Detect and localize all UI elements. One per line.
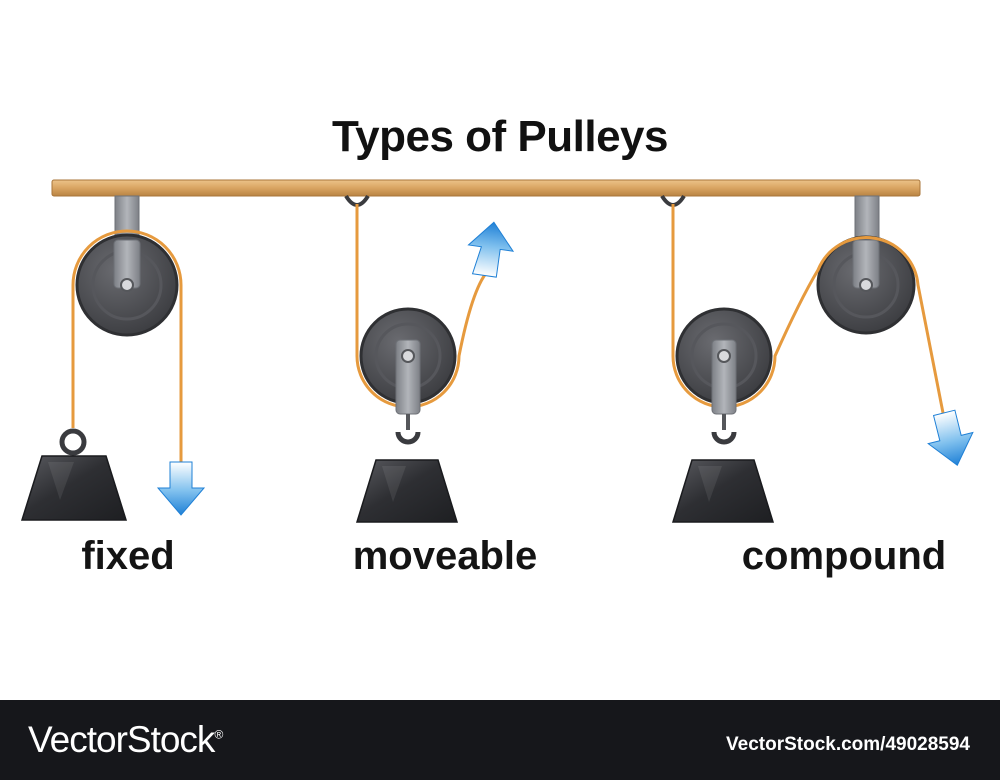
fixed-weight-ring bbox=[59, 428, 87, 456]
compound-rope bbox=[671, 204, 946, 419]
compound-hook bbox=[711, 431, 737, 445]
fixed-pulley bbox=[20, 195, 206, 521]
label-moveable: moveable bbox=[352, 534, 538, 578]
fixed-pulley-rope bbox=[71, 229, 183, 462]
fixed-pulley-axle bbox=[120, 278, 134, 292]
page-title: Types of Pulleys bbox=[332, 112, 668, 161]
label-fixed: fixed bbox=[81, 534, 175, 578]
moveable-ceiling-hook bbox=[344, 194, 370, 207]
compound-pull-arrow bbox=[927, 409, 974, 466]
compound-pulley bbox=[660, 194, 974, 523]
moveable-hook bbox=[395, 431, 421, 445]
moveable-pulley-axle bbox=[401, 349, 415, 363]
brand-logo: VectorStock® bbox=[28, 719, 223, 760]
diagram-stage: Types of Pulleys fixed moveable compound bbox=[20, 112, 974, 578]
fixed-pull-arrow bbox=[156, 461, 206, 516]
compound-ceiling-hook bbox=[660, 194, 686, 207]
pulley-diagram bbox=[20, 179, 974, 523]
moveable-pull-arrow bbox=[467, 221, 515, 278]
moveable-pulley-rope bbox=[355, 204, 489, 409]
ceiling-beam bbox=[51, 179, 921, 197]
fixed-weight bbox=[20, 455, 128, 521]
compound-weight bbox=[671, 459, 775, 523]
label-compound: compound bbox=[741, 534, 947, 578]
moveable-pulley bbox=[344, 194, 515, 523]
stock-id: VectorStock.com/49028594 bbox=[726, 734, 970, 755]
watermark-footer: VectorStock® VectorStock.com/49028594 bbox=[0, 700, 1000, 780]
compound-fixed-axle bbox=[859, 278, 873, 292]
moveable-weight bbox=[355, 459, 459, 523]
compound-moving-axle bbox=[717, 349, 731, 363]
